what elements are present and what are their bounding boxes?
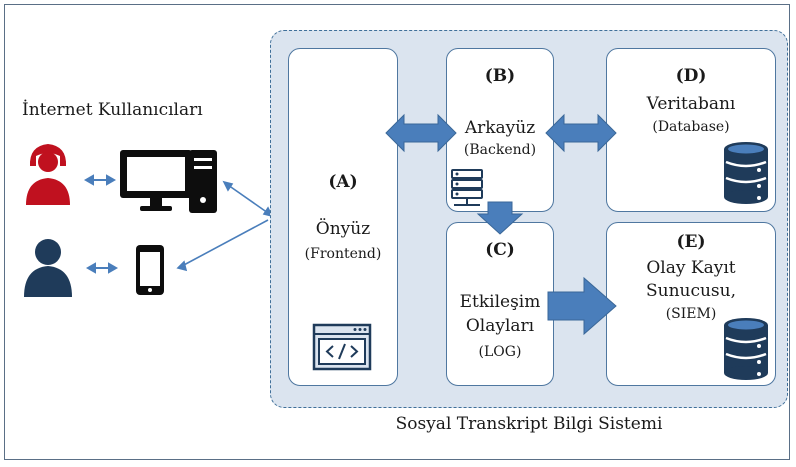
database-e-icon xyxy=(724,318,768,380)
female-user-icon xyxy=(26,144,70,205)
database-d-icon xyxy=(724,142,768,204)
system-label: Sosyal Transkript Bilgi Sistemi xyxy=(395,414,663,434)
users-label: İnternet Kullanıcıları xyxy=(22,100,203,120)
frontend-title: Önyüz xyxy=(315,219,371,239)
backend-code: (B) xyxy=(484,66,516,86)
frontend-code: (A) xyxy=(328,172,358,192)
siem-code: (E) xyxy=(676,232,706,252)
siem-title-line1: Olay Kayıt xyxy=(646,258,736,278)
desktop-computer-icon xyxy=(120,150,217,213)
siem-title-line2: Sunucusu, xyxy=(645,281,737,301)
backend-title: Arkayüz xyxy=(464,118,536,138)
backend-subtitle: (Backend) xyxy=(463,142,537,158)
backend-database-arrow xyxy=(545,113,617,153)
log-code: (C) xyxy=(485,240,515,260)
database-subtitle: (Database) xyxy=(652,119,730,135)
backend-log-arrow xyxy=(476,201,524,235)
smartphone-icon xyxy=(136,245,164,295)
database-code: (D) xyxy=(675,66,707,86)
log-title-line2: Olayları xyxy=(465,316,535,336)
diagram-frame xyxy=(4,4,790,460)
log-subtitle: (LOG) xyxy=(478,344,522,360)
log-title-line1: Etkileşim xyxy=(459,292,541,312)
user-pc-link-icon xyxy=(83,174,119,274)
frontend-subtitle: (Frontend) xyxy=(304,246,382,262)
frontend-backend-arrow xyxy=(385,113,457,153)
log-siem-arrow xyxy=(547,276,617,336)
database-title: Veritabanı xyxy=(646,94,736,114)
male-user-icon xyxy=(24,239,72,297)
siem-subtitle: (SIEM) xyxy=(665,306,717,322)
